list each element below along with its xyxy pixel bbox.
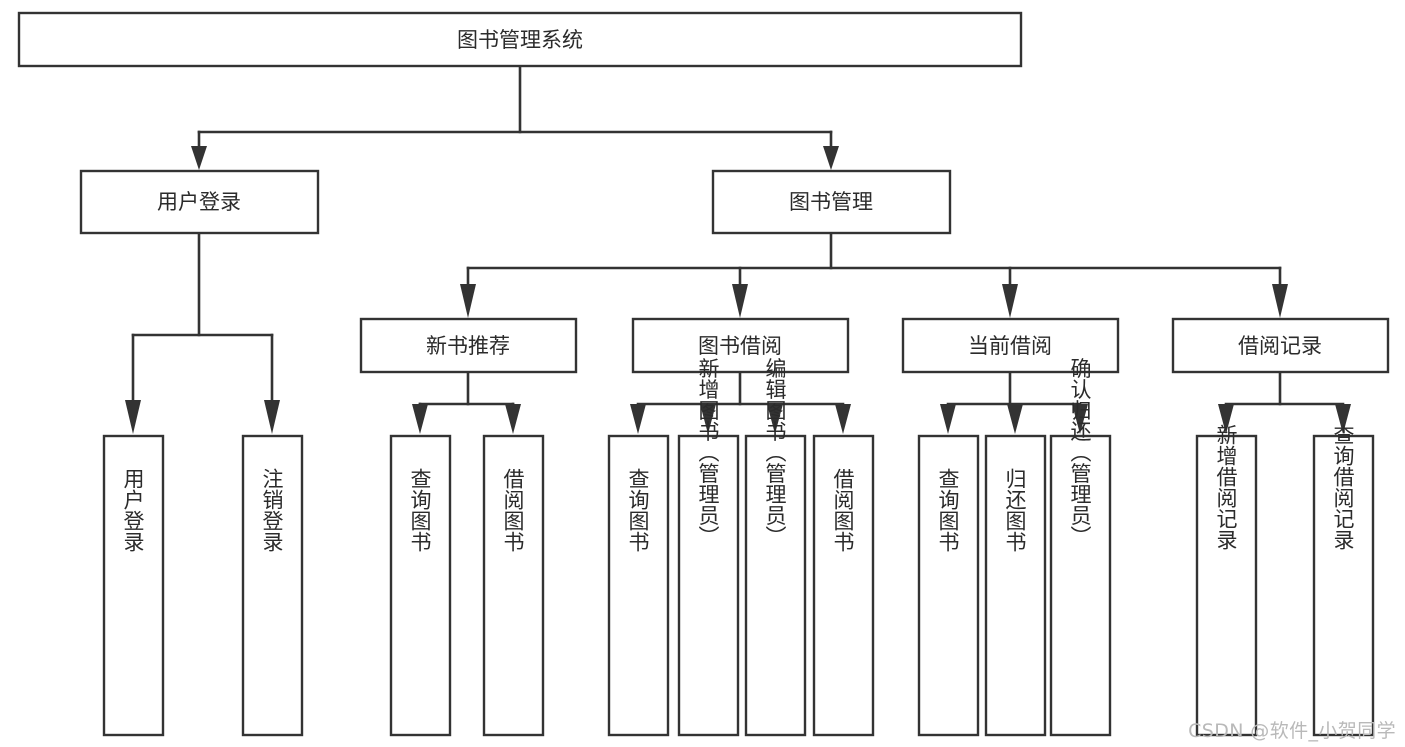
node-book-manage-box[interactable] (711, 169, 952, 235)
node-borrow-record[interactable]: 借阅记录 (1171, 317, 1390, 374)
node-leaf-rec-search[interactable]: 查询借阅记录 (1312, 424, 1375, 737)
arrow-to-leaf-cur-query (940, 404, 956, 434)
arrow-to-leaf-user-login (125, 400, 141, 434)
node-leaf-rec-search-box[interactable] (1312, 434, 1375, 737)
node-current-borrow[interactable]: 当前借阅 (901, 317, 1120, 374)
node-current-borrow-label: 当前借阅 (968, 334, 1052, 358)
node-leaf-cur-return-box[interactable] (984, 434, 1047, 737)
node-leaf-cur-confirm[interactable]: 确认归还（管理员） (1049, 358, 1112, 737)
node-new-book-rec[interactable]: 新书推荐 (359, 317, 578, 374)
node-leaf-cur-query-label: 查询图书 (936, 468, 960, 552)
arrow-to-leaf-rec-borrow (505, 404, 521, 434)
node-book-borrow[interactable]: 图书借阅 (631, 317, 850, 374)
node-leaf-user-logout-box[interactable] (241, 434, 304, 737)
arrow-to-leaf-rec-search (1335, 404, 1351, 434)
node-leaf-user-login[interactable]: 用户登录 (102, 434, 165, 737)
node-book-manage-label: 图书管理 (789, 190, 873, 214)
node-book-borrow-box[interactable] (631, 317, 850, 374)
arrow-to-leaf-rec-add (1218, 404, 1234, 434)
watermark-label: CSDN @软件_小贺同学 (1188, 720, 1396, 742)
node-current-borrow-box[interactable] (901, 317, 1120, 374)
node-leaf-rec-borrow-label: 借阅图书 (501, 468, 525, 552)
arrow-to-book-manage (823, 146, 839, 170)
arrow-to-leaf-rec-query (412, 404, 428, 434)
node-leaf-cur-confirm-box[interactable] (1049, 434, 1112, 737)
node-leaf-borrow-query[interactable]: 查询图书 (607, 434, 670, 737)
node-leaf-borrow-query-label: 查询图书 (626, 468, 650, 552)
arrow-to-leaf-borrow-add (700, 404, 716, 434)
node-leaf-cur-query-box[interactable] (917, 434, 980, 737)
arrow-to-current-borrow (1002, 284, 1018, 318)
node-user-login-label: 用户登录 (157, 190, 241, 214)
arrow-to-leaf-cur-confirm (1072, 404, 1088, 434)
node-leaf-borrow-lend-box[interactable] (812, 434, 875, 737)
node-new-book-rec-box[interactable] (359, 317, 578, 374)
node-leaf-rec-add-label: 新增借阅记录 (1214, 424, 1238, 550)
node-leaf-user-login-box[interactable] (102, 434, 165, 737)
node-leaf-borrow-add[interactable]: 新增图书（管理员） (677, 358, 740, 737)
arrow-to-borrow-record (1272, 284, 1288, 318)
node-root-box[interactable] (17, 11, 1023, 68)
node-user-login[interactable]: 用户登录 (79, 169, 320, 235)
node-book-borrow-label: 图书借阅 (698, 334, 782, 358)
node-leaf-borrow-lend-label: 借阅图书 (831, 468, 855, 552)
node-leaf-borrow-add-label: 新增图书（管理员） (696, 358, 720, 547)
node-leaf-rec-query-label: 查询图书 (408, 468, 432, 552)
node-leaf-cur-return-label: 归还图书 (1003, 468, 1027, 552)
node-leaf-rec-add[interactable]: 新增借阅记录 (1195, 424, 1258, 737)
arrow-to-leaf-borrow-query (630, 404, 646, 434)
node-leaf-borrow-lend[interactable]: 借阅图书 (812, 434, 875, 737)
node-leaf-cur-query[interactable]: 查询图书 (917, 434, 980, 737)
arrow-to-new-book-rec (460, 284, 476, 318)
node-book-manage[interactable]: 图书管理 (711, 169, 952, 235)
node-leaf-user-logout-label: 注销登录 (260, 468, 284, 552)
node-user-login-box[interactable] (79, 169, 320, 235)
node-leaf-rec-search-label: 查询借阅记录 (1331, 424, 1355, 550)
node-root[interactable]: 图书管理系统 (17, 11, 1023, 68)
node-leaf-rec-add-box[interactable] (1195, 434, 1258, 737)
arrow-to-leaf-user-logout (264, 400, 280, 434)
connector-layer (125, 65, 1351, 434)
node-leaf-rec-borrow[interactable]: 借阅图书 (482, 434, 545, 737)
node-borrow-record-box[interactable] (1171, 317, 1390, 374)
node-borrow-record-label: 借阅记录 (1238, 334, 1322, 358)
arrow-to-user-login (191, 146, 207, 170)
node-leaf-cur-return[interactable]: 归还图书 (984, 434, 1047, 737)
arrow-to-leaf-borrow-lend (835, 404, 851, 434)
node-leaf-rec-borrow-box[interactable] (482, 434, 545, 737)
node-leaf-borrow-query-box[interactable] (607, 434, 670, 737)
node-leaf-user-login-label: 用户登录 (121, 468, 145, 552)
node-leaf-rec-query-box[interactable] (389, 434, 452, 737)
node-leaf-borrow-edit-box[interactable] (744, 434, 807, 737)
node-leaf-cur-confirm-label: 确认归还（管理员） (1068, 358, 1092, 547)
node-leaf-user-logout[interactable]: 注销登录 (241, 434, 304, 737)
node-leaf-borrow-edit[interactable]: 编辑图书（管理员） (744, 358, 807, 737)
arrow-to-leaf-borrow-edit (767, 404, 783, 434)
node-new-book-rec-label: 新书推荐 (426, 334, 510, 358)
arrow-to-book-borrow (732, 284, 748, 318)
node-root-label: 图书管理系统 (457, 28, 583, 52)
node-leaf-borrow-add-box[interactable] (677, 434, 740, 737)
node-leaf-rec-query[interactable]: 查询图书 (389, 434, 452, 737)
arrow-to-leaf-cur-return (1007, 404, 1023, 434)
node-leaf-borrow-edit-label: 编辑图书（管理员） (763, 358, 787, 547)
